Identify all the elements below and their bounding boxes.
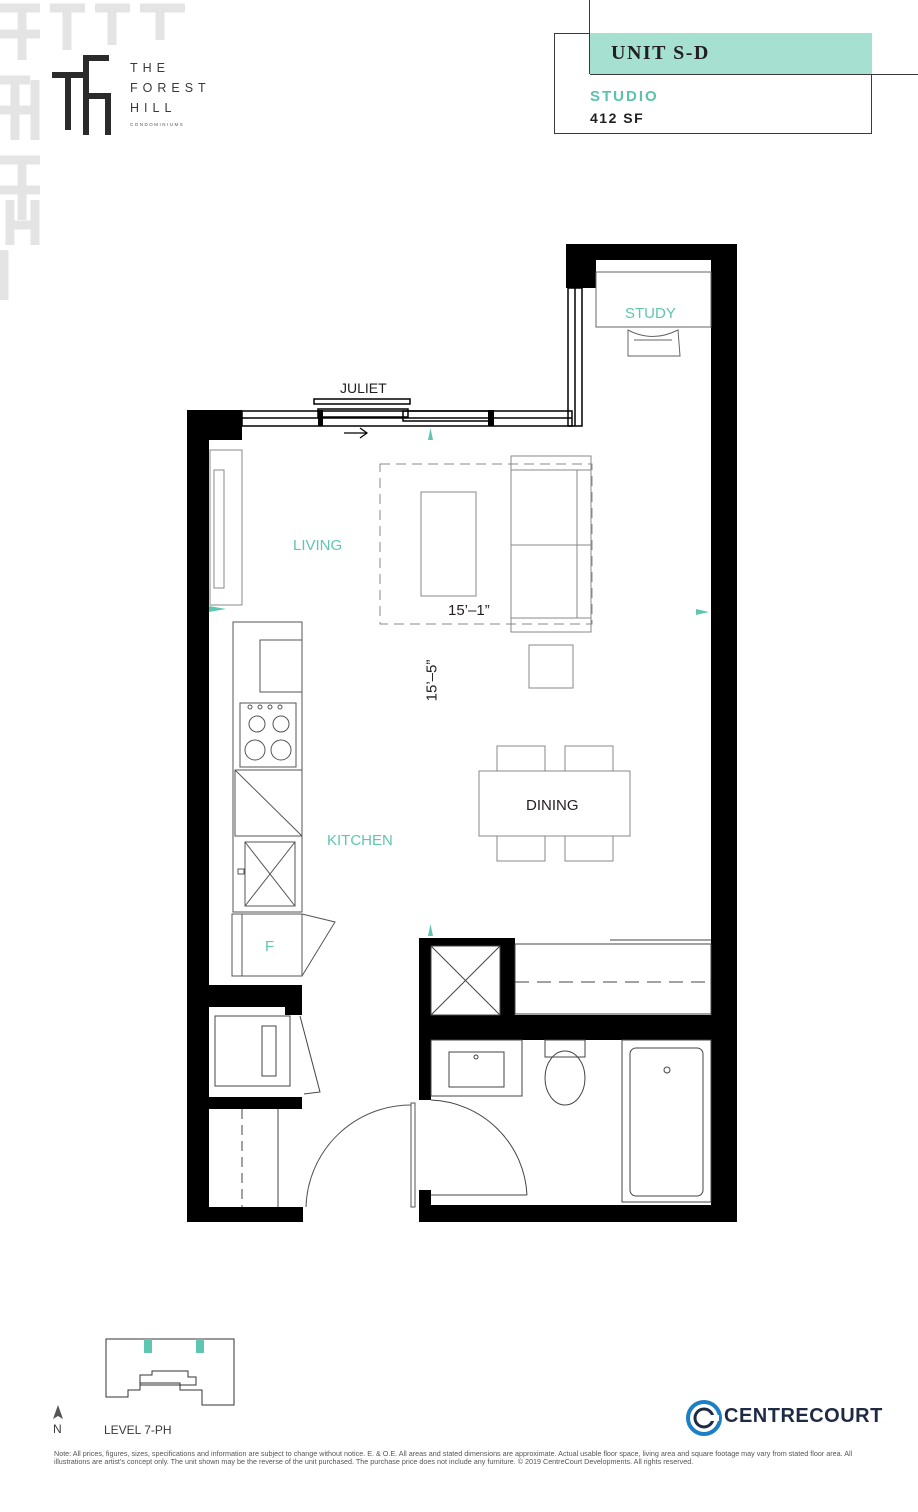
level-label: LEVEL 7-PH [104,1423,172,1437]
logo-name-hill: HILL [130,101,177,115]
unit-title-band [590,33,872,74]
study-desk [595,271,712,357]
unit-divider-vertical [589,0,590,74]
logo-name-sub: CONDOMINIUMS [130,122,185,127]
disclaimer-footnote: Note: All prices, figures, sizes, specif… [54,1449,853,1467]
floor-plan [187,244,737,1222]
juliet-arrow-icon [344,427,369,439]
room-label-study: STUDY [625,305,676,322]
logo-name-the: THE [130,61,170,75]
unit-type: STUDIO [590,88,659,105]
kitchen-counters [231,621,336,977]
room-label-kitchen: KITCHEN [327,832,393,849]
room-label-dining: DINING [526,797,579,814]
unit-title: UNIT S-D [611,42,710,64]
key-plan [105,1338,235,1406]
forest-hill-logo [52,55,111,135]
windows [241,287,583,427]
room-label-juliet: JULIET [340,380,387,396]
unit-divider-horizontal [590,74,918,75]
exterior-walls [187,244,737,1222]
centrecourt-logo-icon [686,1400,722,1436]
living-furniture [209,449,593,689]
unit-area: 412 SF [590,110,645,126]
dimension-length: 15’–5” [423,659,441,702]
closet [430,939,712,1016]
centrecourt-name: CENTRECOURT [724,1405,883,1427]
room-label-fridge: F [265,938,275,955]
washer-dryer [214,1015,321,1207]
north-arrow-icon [53,1405,63,1419]
room-label-living: LIVING [293,537,343,554]
bathroom [430,1039,712,1203]
dimension-width: 15’–1” [448,602,490,619]
entry-door [305,1102,416,1208]
dining-set [478,745,631,862]
logo-name-forest: FOREST [130,81,211,95]
dimension-markers [209,428,709,936]
north-label: N [53,1422,62,1436]
logo-pattern [0,3,185,300]
